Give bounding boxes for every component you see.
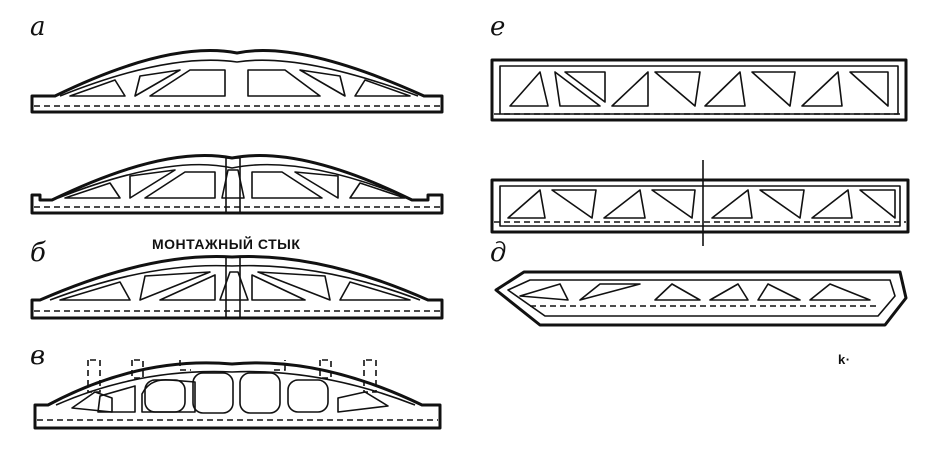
- label-a: а: [30, 12, 46, 42]
- truss-d: [494, 270, 908, 327]
- truss-a-top: [30, 49, 444, 114]
- truss-e-bottom: [490, 160, 910, 246]
- assembly-joint-caption: МОНТАЖНЫЙ СТЫК: [152, 236, 301, 252]
- label-e: е: [490, 12, 506, 42]
- label-b: б: [30, 238, 46, 268]
- truss-e-top: [490, 58, 908, 122]
- stray-mark: k·: [838, 352, 851, 367]
- truss-a-bottom: [30, 154, 444, 215]
- truss-b: [30, 255, 444, 320]
- label-d: д: [490, 238, 507, 268]
- truss-v: [33, 359, 442, 430]
- label-v: в: [30, 341, 46, 371]
